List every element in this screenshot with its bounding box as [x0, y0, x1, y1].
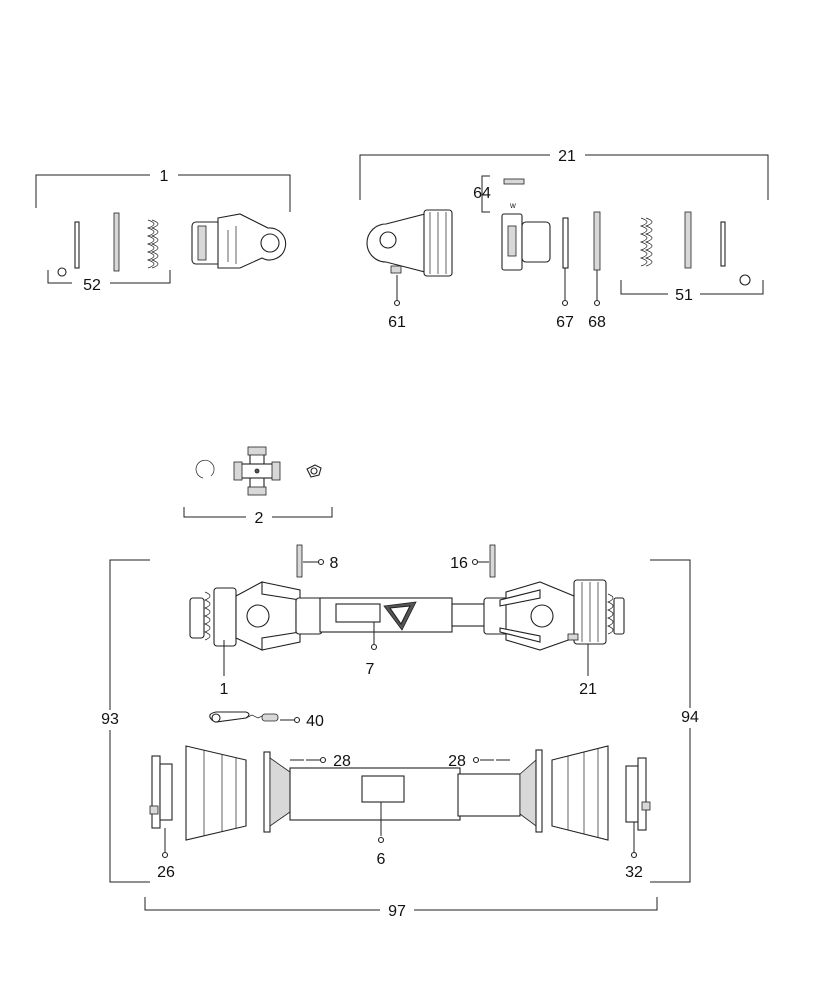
leader-7	[370, 622, 378, 651]
snap-rings-right	[639, 211, 751, 286]
driveshaft-assembly	[189, 579, 625, 651]
pin-64: w	[503, 178, 525, 210]
rings-67-68	[562, 211, 601, 271]
callout-26: 26	[157, 864, 175, 881]
yoke-part-1	[191, 213, 287, 269]
callout-8: 8	[330, 555, 339, 572]
cross-kit-2-bracket	[183, 507, 333, 518]
cross-journal	[233, 446, 281, 496]
callout-1-top: 1	[160, 168, 169, 185]
group-21-bracket	[359, 154, 769, 200]
leader-26	[161, 828, 169, 859]
callout-52: 52	[83, 277, 101, 294]
leader-6	[377, 802, 385, 844]
collar-part	[501, 213, 551, 271]
kit-52-bracket	[47, 270, 171, 284]
screw-28-left	[290, 756, 327, 764]
screw-28-right	[472, 756, 510, 764]
callout-28-left: 28	[333, 753, 351, 770]
callout-28-right: 28	[448, 753, 466, 770]
callout-1-bottom: 1	[220, 681, 229, 698]
leader-32	[630, 822, 638, 859]
callout-32: 32	[625, 864, 643, 881]
snap-rings-left	[57, 212, 159, 277]
callout-67: 67	[556, 314, 574, 331]
guard-97-bracket	[144, 897, 658, 911]
callout-68: 68	[588, 314, 606, 331]
warning-decal-16	[471, 544, 496, 578]
assembly-93-bracket	[109, 559, 150, 883]
callout-6: 6	[377, 851, 386, 868]
warning-decal-8	[296, 544, 325, 578]
callout-64: 64	[473, 185, 491, 202]
callout-51: 51	[675, 287, 693, 304]
callout-61: 61	[388, 314, 406, 331]
yoke-half-shield-inner	[366, 209, 453, 277]
callout-97: 97	[388, 903, 406, 920]
callout-21-bottom: 21	[579, 681, 597, 698]
assembly-94-bracket	[650, 559, 691, 883]
callout-40: 40	[306, 713, 324, 730]
cross-kit-2	[195, 446, 322, 496]
callout-2: 2	[255, 510, 264, 527]
leader-67	[561, 268, 569, 307]
callout-93: 93	[101, 711, 119, 728]
leader-68	[593, 270, 601, 307]
yoke-group-1-bracket	[35, 174, 291, 212]
kit-51-bracket	[620, 280, 764, 295]
safety-chain-40	[209, 711, 301, 724]
callout-94: 94	[681, 709, 699, 726]
guard-assembly	[149, 745, 651, 841]
kit-64-bracket	[481, 175, 490, 213]
callout-16: 16	[450, 555, 468, 572]
callout-21-top: 21	[558, 148, 576, 165]
leader-61	[393, 275, 401, 307]
callout-7: 7	[366, 661, 375, 678]
svg-text:w: w	[509, 201, 516, 210]
